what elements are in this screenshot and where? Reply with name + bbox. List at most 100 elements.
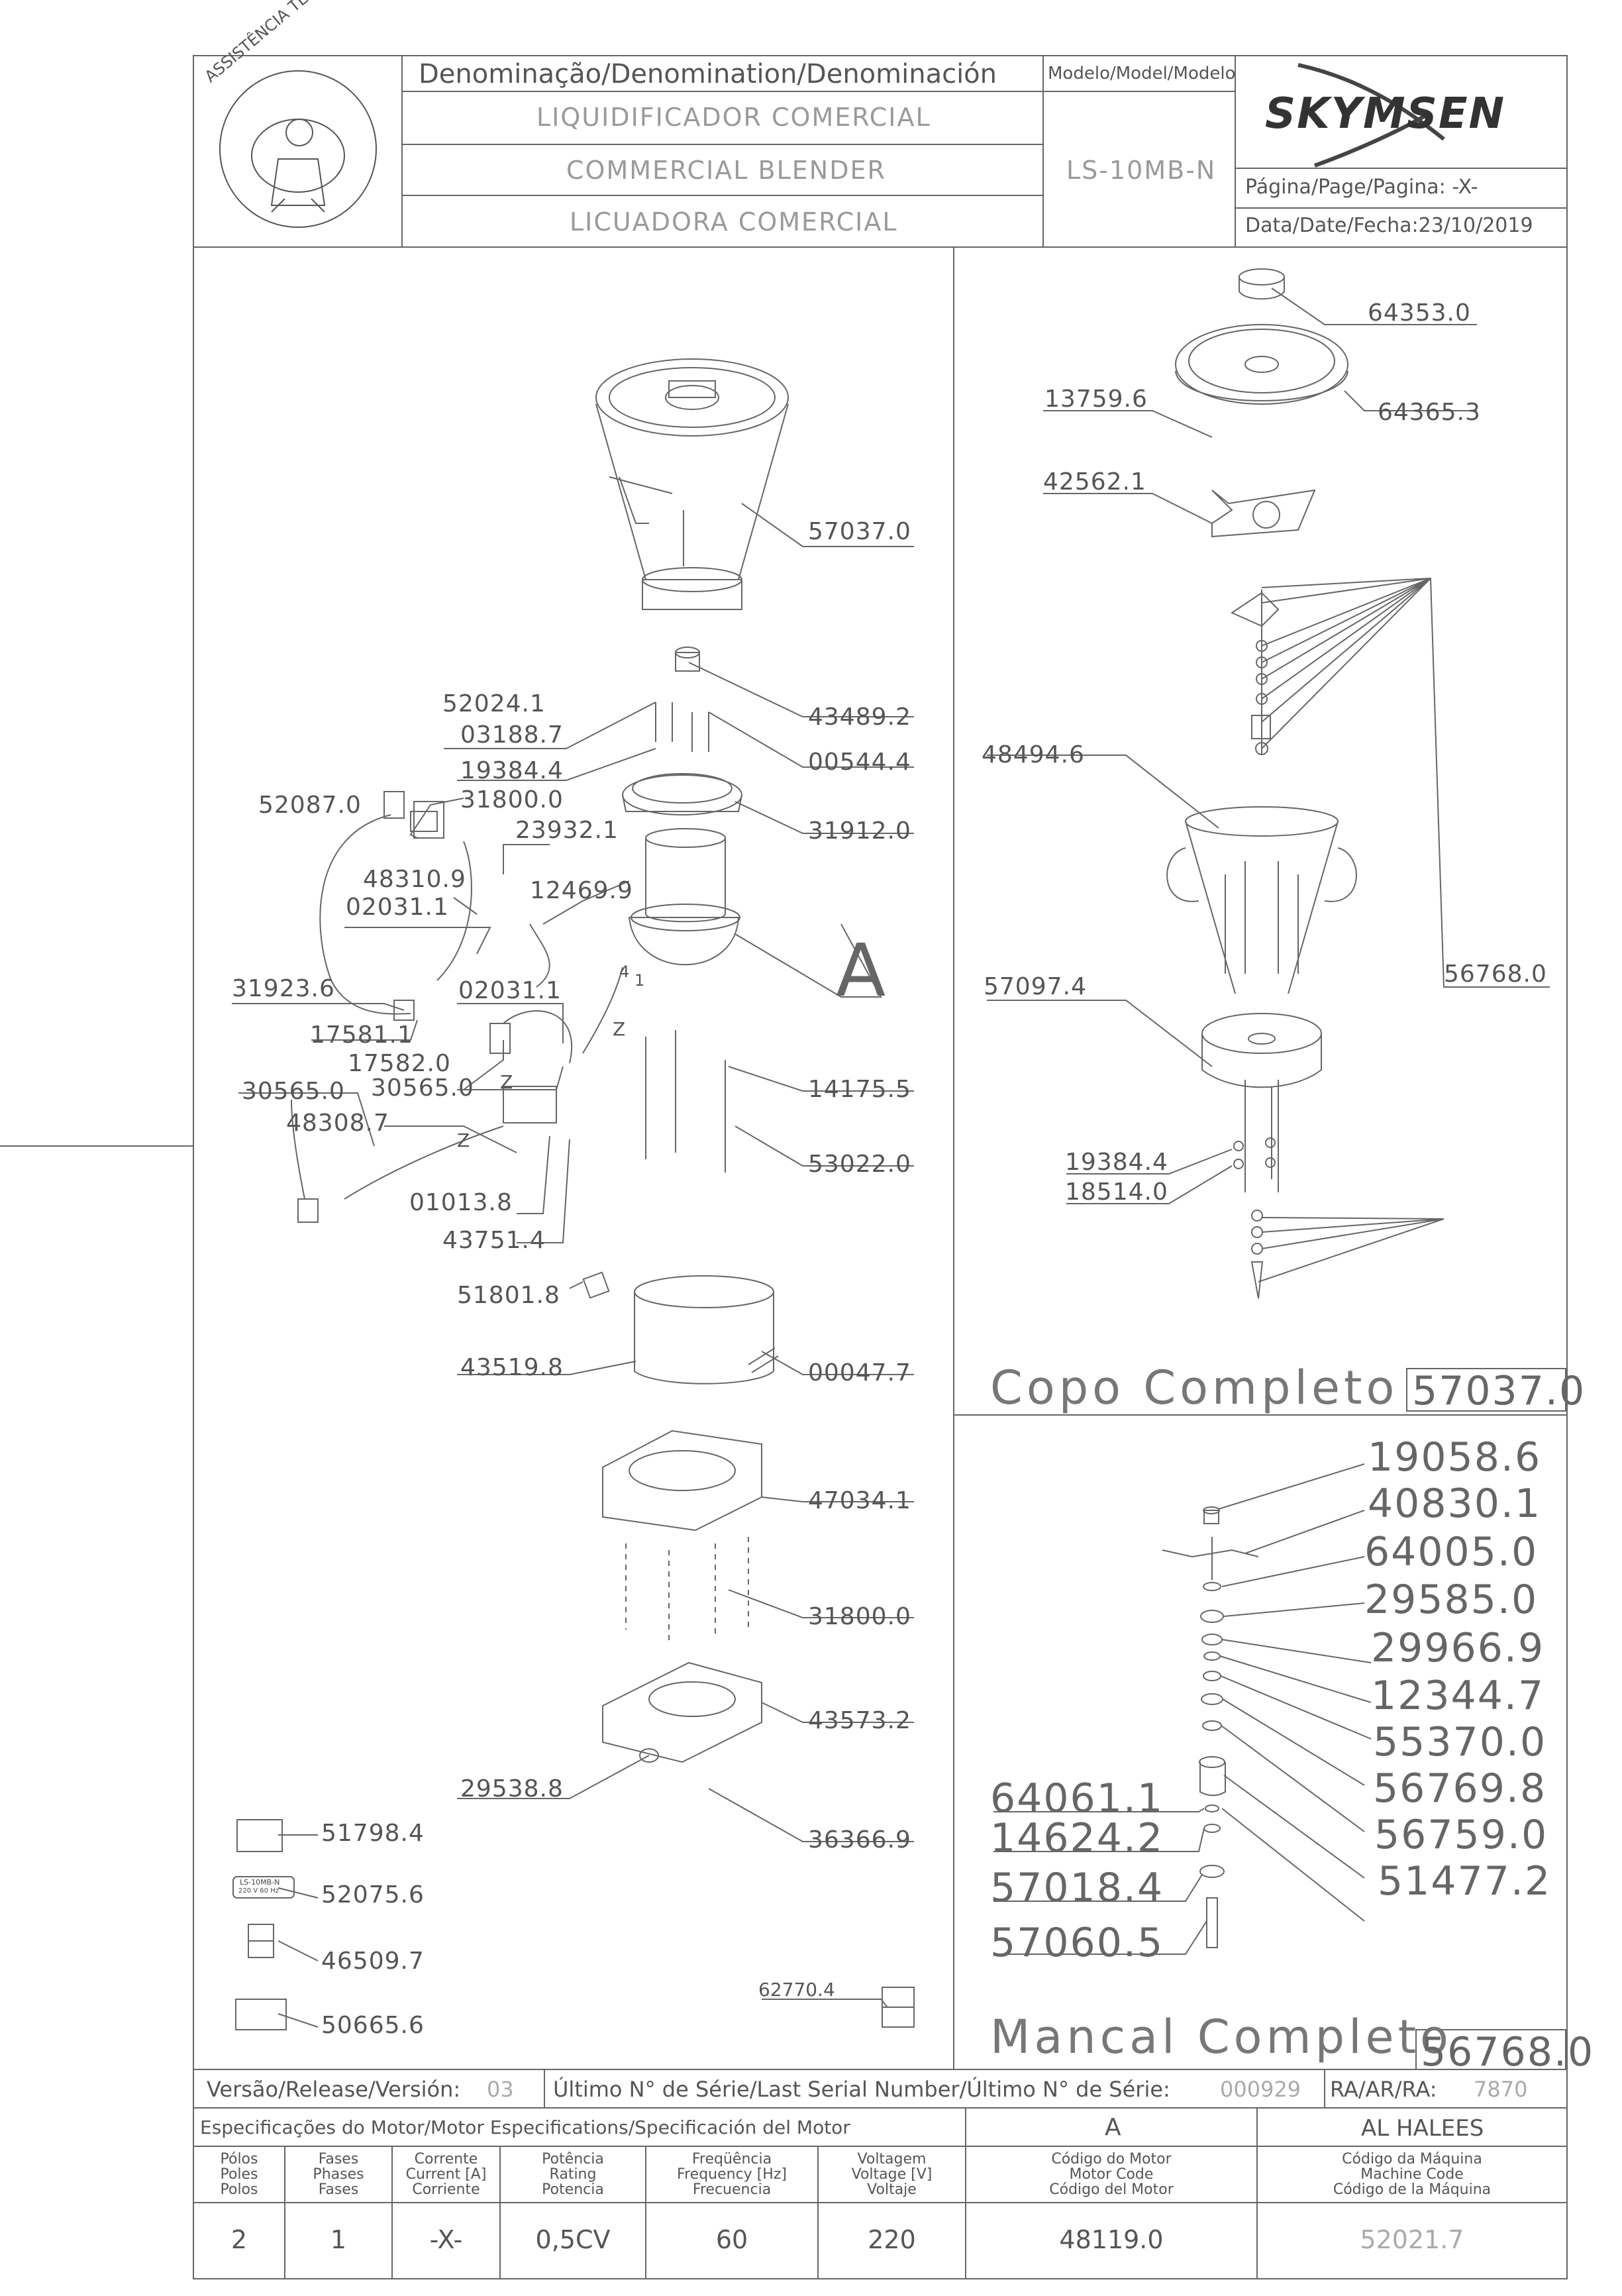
cup-part-18514: 18514.0 <box>1065 1178 1168 1206</box>
part-01013: 01013.8 <box>409 1189 513 1216</box>
part-52087: 52087.0 <box>258 792 362 819</box>
part-31800-b: 31800.0 <box>808 1603 911 1630</box>
part-52024: 52024.1 <box>442 690 546 717</box>
part-46509: 46509.7 <box>321 1948 425 1975</box>
product-name-en: COMMERCIAL BLENDER <box>566 156 886 185</box>
cup-part-64353: 64353.0 <box>1368 299 1471 327</box>
ra-value: 7870 <box>1474 2077 1528 2102</box>
bearing-part-12344: 12344.7 <box>1371 1673 1545 1719</box>
product-name-pt: LIQUIDIFICADOR COMERCIAL <box>536 103 931 132</box>
part-30565-a: 30565.0 <box>242 1078 345 1105</box>
part-50665: 50665.6 <box>321 2012 425 2039</box>
date-field: Data/Date/Fecha:23/10/2019 <box>1245 214 1533 237</box>
part-12469: 12469.9 <box>530 877 633 904</box>
part-48308: 48308.7 <box>286 1110 389 1137</box>
motor-letter: A <box>1105 2114 1121 2141</box>
spec-value-cell: 0,5CV <box>535 2225 611 2254</box>
bearing-section-code: 56768.0 <box>1421 2029 1595 2075</box>
wire-mark-1: 1 <box>634 971 645 990</box>
part-02031-b: 02031.1 <box>458 977 562 1004</box>
wire-mark-z1: Z <box>457 1129 470 1151</box>
ra-label: RA/AR/RA: <box>1330 2077 1437 2102</box>
part-43573: 43573.2 <box>808 1707 911 1734</box>
wire-mark-z3: Z <box>500 1071 513 1093</box>
part-03188: 03188.7 <box>460 721 564 749</box>
cup-section-code: 57037.0 <box>1412 1368 1586 1414</box>
cup-part-48494: 48494.6 <box>982 741 1085 768</box>
part-43519: 43519.8 <box>460 1354 564 1381</box>
bearing-part-57060: 57060.5 <box>990 1920 1164 1966</box>
spec-value-cell: 48119.0 <box>1059 2225 1164 2254</box>
spec-header-cell: Potência Rating Potencia <box>542 2151 604 2199</box>
spec-value-cell: 220 <box>868 2225 916 2254</box>
part-48310: 48310.9 <box>363 866 466 893</box>
bearing-section-title: Mancal Completo <box>990 2010 1452 2064</box>
spec-header-cell: Pólos Poles Polos <box>220 2151 258 2199</box>
bearing-part-64005: 64005.0 <box>1364 1529 1539 1575</box>
part-43489: 43489.2 <box>808 704 911 731</box>
bearing-part-40830: 40830.1 <box>1368 1481 1542 1527</box>
wire-mark-4: 4 <box>619 963 630 981</box>
cup-section-title: Copo Completo <box>990 1361 1399 1415</box>
spec-header-cell: Código da Máquina Machine Code Código de… <box>1333 2151 1492 2199</box>
bearing-part-57018: 57018.4 <box>990 1865 1164 1911</box>
decal-52024 <box>410 811 438 832</box>
cup-part-56768: 56768.0 <box>1444 961 1547 988</box>
detail-A-marker: A <box>836 928 886 1013</box>
serial-value: 000929 <box>1220 2077 1301 2102</box>
part-47034: 47034.1 <box>808 1487 911 1514</box>
brand-logo: SKYMSEN <box>1265 89 1506 138</box>
cup-drawing <box>1166 268 1357 1299</box>
part-31923: 31923.6 <box>232 975 335 1002</box>
part-51801: 51801.8 <box>457 1282 560 1309</box>
cup-part-57097: 57097.4 <box>984 973 1087 1000</box>
part-30565-b: 30565.0 <box>371 1074 474 1102</box>
part-31800-a: 31800.0 <box>460 786 564 813</box>
part-17581: 17581.1 <box>310 1021 413 1049</box>
serial-label: Último N° de Série/Last Serial Number/Úl… <box>553 2077 1170 2102</box>
bearing-part-14624: 14624.2 <box>990 1815 1164 1861</box>
part-00047: 00047.7 <box>808 1359 911 1386</box>
version-value: 03 <box>487 2077 514 2102</box>
bearing-part-55370: 55370.0 <box>1373 1719 1547 1765</box>
part-31912: 31912.0 <box>808 817 911 845</box>
model-value: LS-10MB-N <box>1066 156 1217 185</box>
page-field: Página/Page/Pagina: -X- <box>1245 176 1478 199</box>
part-19384: 19384.4 <box>460 757 564 784</box>
spec-value-cell: 1 <box>330 2225 347 2254</box>
spec-value-cell: 52021.7 <box>1360 2225 1464 2254</box>
spec-header-cell: Freqüência Frequency [Hz] Frecuencia <box>677 2151 787 2199</box>
spec-header-cell: Voltagem Voltage [V] Voltaje <box>851 2151 933 2199</box>
blender-jar-drawing <box>595 358 789 610</box>
cup-part-64365: 64365.3 <box>1378 399 1481 426</box>
part-17582: 17582.0 <box>348 1050 451 1077</box>
part-62770: 62770.4 <box>758 1979 835 2001</box>
part-23932: 23932.1 <box>515 817 619 844</box>
bearing-part-56769: 56769.8 <box>1373 1765 1547 1812</box>
bearing-part-56759: 56759.0 <box>1374 1812 1548 1858</box>
spec-value-cell: -X- <box>429 2225 463 2254</box>
bearing-part-51477: 51477.2 <box>1378 1858 1552 1905</box>
spec-header-cell: Fases Phases Fases <box>313 2151 364 2199</box>
authorized-service-logo-icon <box>219 70 377 228</box>
spec-header-cell: Código do Motor Motor Code Código del Mo… <box>1049 2151 1174 2199</box>
bearing-part-64061: 64061.1 <box>990 1775 1164 1822</box>
bearing-part-19058: 19058.6 <box>1368 1434 1542 1481</box>
cup-part-42562: 42562.1 <box>1043 468 1146 496</box>
product-name-es: LICUADORA COMERCIAL <box>570 207 898 236</box>
part-36366: 36366.9 <box>808 1826 911 1853</box>
part-51798: 51798.4 <box>321 1820 425 1847</box>
spec-header-cell: Corrente Current [A] Corriente <box>405 2151 487 2199</box>
part-14175: 14175.5 <box>808 1076 911 1103</box>
wire-mark-z2: Z <box>613 1018 626 1040</box>
label-plate-line1: LS-10MB-N <box>240 1878 280 1887</box>
client-name: AL HALEES <box>1361 2115 1484 2142</box>
part-29538: 29538.8 <box>460 1775 564 1802</box>
cup-part-13759: 13759.6 <box>1044 386 1148 413</box>
spec-value-cell: 60 <box>715 2225 748 2254</box>
part-57037: 57037.0 <box>808 518 911 545</box>
motor-spec-label: Especificações do Motor/Motor Especifica… <box>200 2116 850 2138</box>
part-00544: 00544.4 <box>808 749 911 776</box>
